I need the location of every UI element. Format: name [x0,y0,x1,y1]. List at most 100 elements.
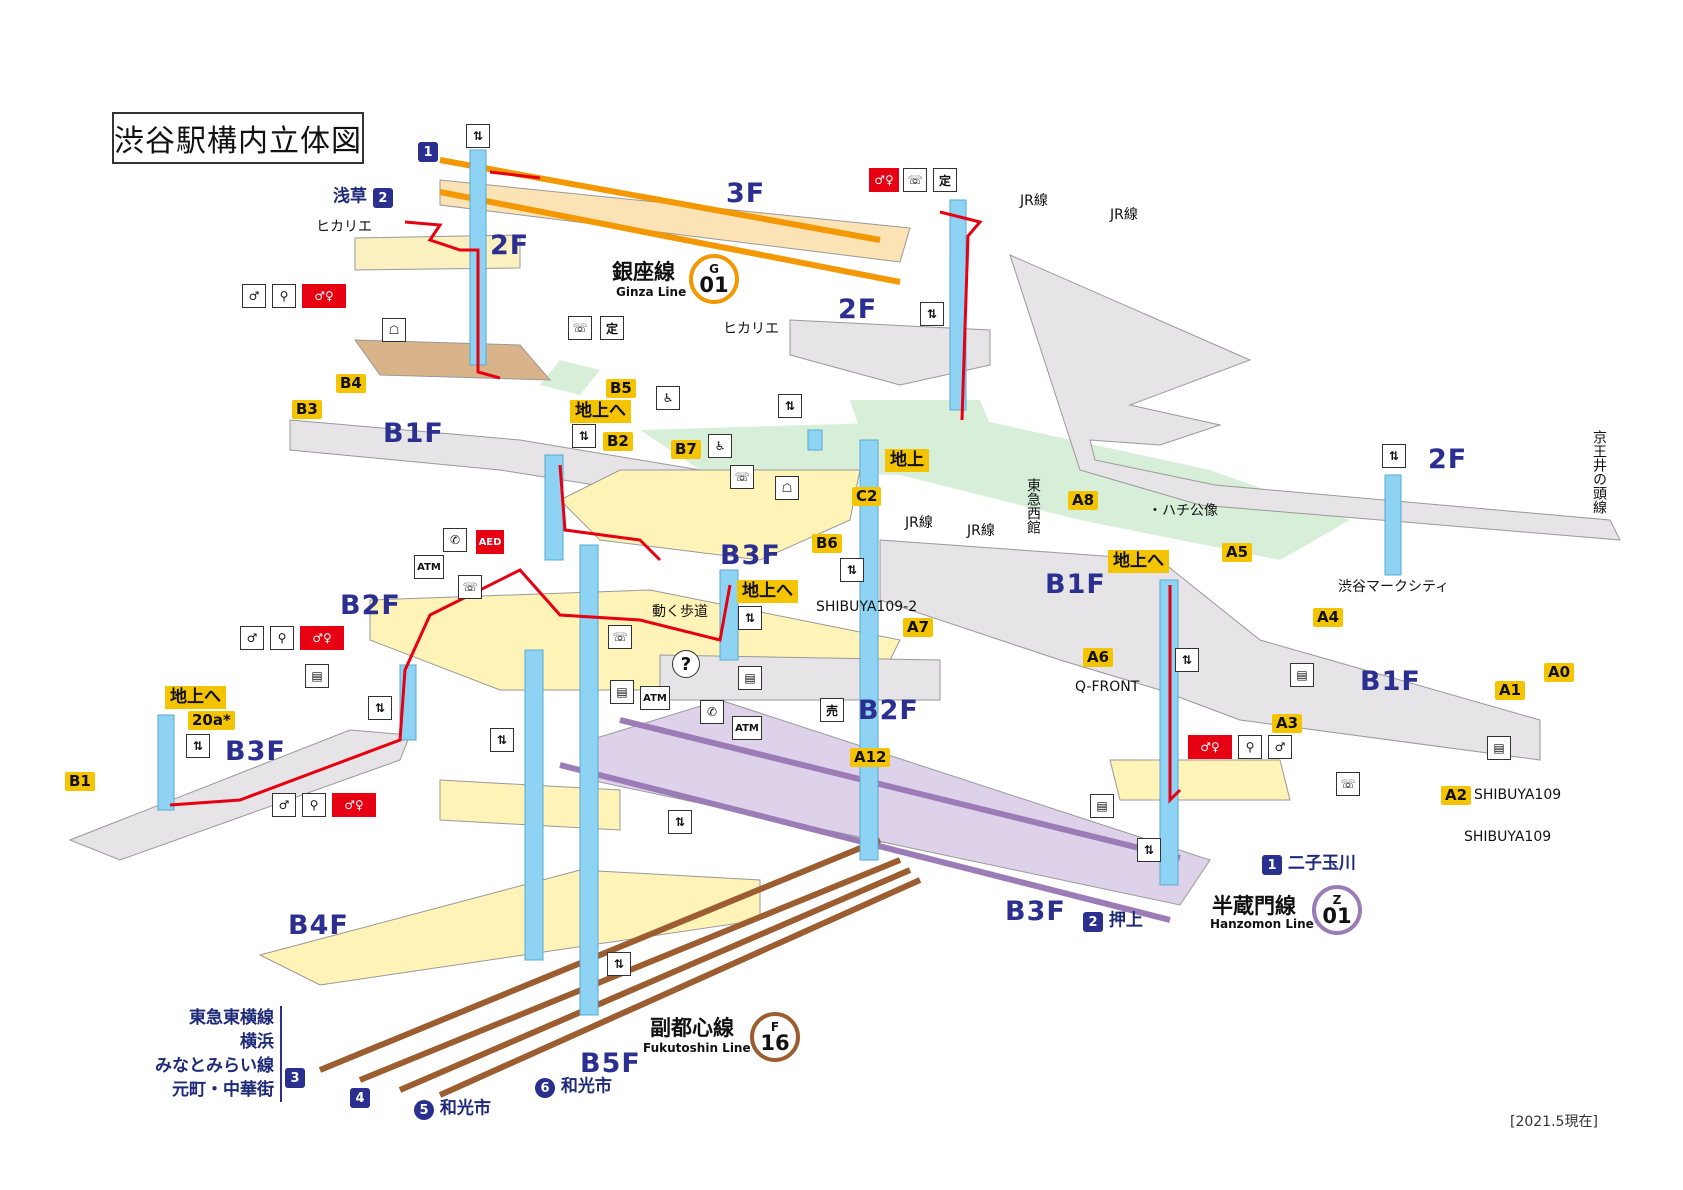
to-ground-label: 地上へ [165,686,226,709]
exit-a12[interactable]: A12 [850,748,891,767]
exit-b2[interactable]: B2 [603,432,633,451]
station-office-icon: ☏ [730,465,754,489]
staff-icon: ☖ [775,476,799,500]
station-number: 16 [760,1030,790,1055]
exit-b6[interactable]: B6 [812,534,842,553]
baby-room-icon: ⚲ [302,793,326,817]
through-line: 横浜 [240,1032,274,1052]
toilet-icon: ♂♀ [869,168,899,192]
line-name-fukutoshin: 副都心線 [650,1016,734,1040]
line-name-hanzomon: 半蔵門線 [1212,894,1296,918]
floor-label-3f: 3F [726,178,766,209]
exit-a2[interactable]: A2 [1441,786,1472,805]
line-letter: G [709,261,719,276]
floor-label-b3f: B3F [1005,896,1066,927]
place-keio-inokashira: 京王井の頭線 [1591,430,1607,514]
place-jr-line: JR線 [1020,193,1048,209]
platform-6-fukutoshin: 6 和光市 [535,1078,612,1098]
station-number-hanzomon: Z 01 [1312,885,1362,935]
exit-a5[interactable]: A5 [1222,543,1253,562]
floor-label-b1f: B1F [1360,666,1421,697]
floor-label-b3f: B3F [225,736,286,767]
to-ground-label: 地上へ [1108,550,1169,573]
restroom-icon: ♂ [240,626,264,650]
elevator-shaft [1384,474,1402,576]
exit-b3[interactable]: B3 [292,400,322,419]
ground-level-area-small [850,400,990,430]
place-tokyu-nishikan: 東急西館 [1025,478,1041,534]
place-mark-city: 渋谷マークシティ [1338,579,1450,595]
locker-icon: ▤ [738,666,762,690]
b3f-left-corridor [68,729,411,861]
fukutoshin-track-4 [438,877,922,1098]
elevator-icon: ⇅ [1175,648,1199,672]
floor-label-b4f: B4F [288,910,349,941]
toilet-icon: ♂♀ [332,793,376,817]
floor-label-2f: 2F [490,230,530,261]
elevator-icon: ⇅ [840,558,864,582]
through-line: 元町・中華街 [172,1080,274,1100]
ginza-3f-platform [439,179,911,263]
line-letter: Z [1332,892,1342,907]
exit-a4[interactable]: A4 [1313,608,1344,627]
b1f-right-yellow [1109,759,1291,801]
platform-3-fukutoshin: 3 [285,1068,305,1088]
place-jr-line: JR線 [967,523,995,539]
shop-icon: 売 [820,698,844,722]
elevator-icon: ⇅ [490,728,514,752]
toilet-icon: ♂♀ [302,284,346,308]
exit-c2[interactable]: C2 [852,487,882,506]
exit-a6[interactable]: A6 [1083,648,1114,667]
exit-b7[interactable]: B7 [671,440,701,459]
elevator-icon: ⇅ [466,124,490,148]
exit-a0[interactable]: A0 [1544,663,1575,682]
platform-4-fukutoshin: 4 [350,1088,370,1108]
exit-a3[interactable]: A3 [1272,714,1303,733]
station-number: 01 [1322,903,1352,928]
floor-label-b2f: B2F [340,590,401,621]
destination: 二子玉川 [1287,853,1356,874]
line-name-ginza: 銀座線 [612,260,675,284]
toilet-icon: ♂♀ [300,626,344,650]
aed-icon: AED [476,530,504,554]
platform-5-fukutoshin: 5 和光市 [414,1100,491,1120]
locker-icon: ▤ [1290,663,1314,687]
hanzomon-track-upper [619,717,1181,861]
locker-icon: ▤ [610,680,634,704]
exit-a1[interactable]: A1 [1495,681,1526,700]
platform-number: 4 [350,1088,370,1108]
staff-icon: ☖ [382,318,406,342]
platform-2-ginza: 浅草 2 [333,188,393,208]
elevator-icon: ⇅ [738,606,762,630]
platform-number: 3 [285,1068,305,1088]
exit-b5[interactable]: B5 [606,379,636,398]
exit-a7[interactable]: A7 [903,618,934,637]
exit-a8[interactable]: A8 [1068,491,1099,510]
fukutoshin-track-3 [398,867,912,1093]
elevator-shaft [719,569,739,661]
restroom-icon: ♂ [242,284,266,308]
exit-b4[interactable]: B4 [336,374,366,393]
to-ground-label: 地上へ [570,400,631,423]
exit-b1[interactable]: B1 [65,772,95,791]
station-office-icon: ☏ [1336,772,1360,796]
barrier-free-route [404,220,501,380]
baby-room-icon: ⚲ [272,284,296,308]
place-hikarie: ヒカリエ [316,219,372,235]
toilet-icon: ♂♀ [1188,735,1232,759]
station-number-ginza: G 01 [689,254,739,304]
platform-1-ginza: 1 [418,142,438,162]
place-qfront: Q-FRONT [1075,679,1140,695]
restroom-icon: ♂ [1268,735,1292,759]
station-number: 01 [699,272,729,297]
station-office-icon: ☏ [458,575,482,599]
ground-level-area-ginza [540,360,600,395]
platform-2-hanzomon: 2 押上 [1083,912,1143,932]
ground-level-area [640,420,1350,560]
line-sub-fukutoshin: Fukutoshin Line [643,1041,751,1055]
date-note: [2021.5現在] [1510,1114,1598,1130]
commuter-pass-icon: 定 [600,316,624,340]
line-sub-ginza: Ginza Line [616,285,687,299]
exit-20a[interactable]: 20a* [188,711,235,730]
